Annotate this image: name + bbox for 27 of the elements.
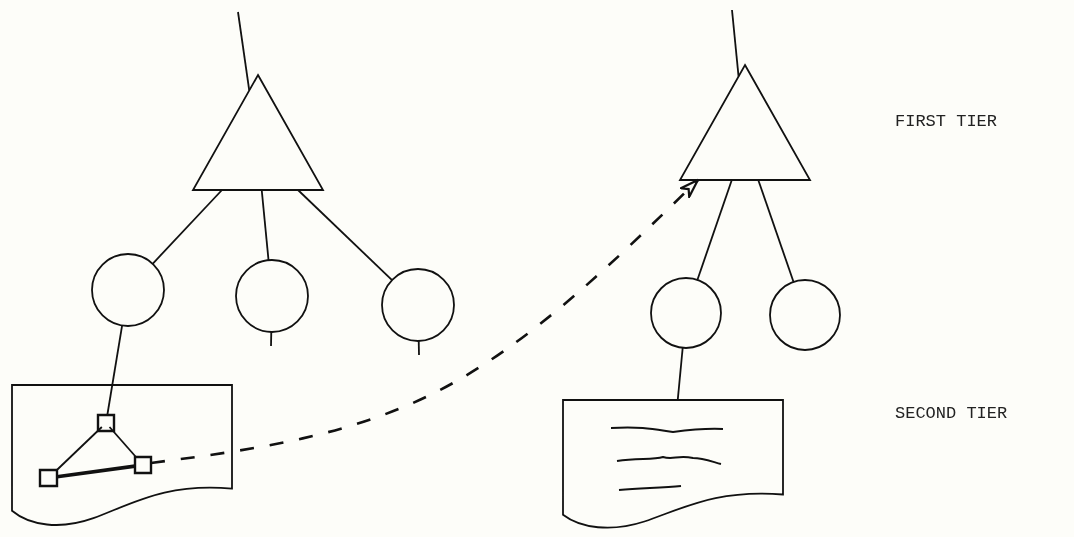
square-node — [98, 415, 114, 431]
connector-line — [56, 464, 136, 479]
connector-line — [731, 9, 740, 78]
connector-line — [297, 189, 393, 281]
triangle-node — [680, 65, 810, 180]
circle-node — [92, 254, 164, 326]
connector-line — [757, 179, 795, 283]
connector-line — [55, 426, 103, 471]
circle-node — [770, 280, 840, 350]
connector-line — [260, 189, 270, 262]
tier-label: FIRST TIER — [895, 112, 998, 131]
connector-line — [417, 340, 420, 356]
square-node — [135, 457, 151, 473]
tier-label: SECOND TIER — [895, 404, 1008, 423]
circle-node — [236, 260, 308, 332]
connector-line — [108, 426, 137, 458]
circle-node — [651, 278, 721, 348]
connector-line — [270, 331, 273, 347]
connector-line — [151, 189, 223, 265]
square-node — [40, 470, 57, 486]
connector-line — [237, 11, 251, 92]
connector-line — [696, 179, 733, 281]
triangle-node — [193, 75, 323, 190]
dashed-arrow — [150, 178, 699, 465]
connector-line — [106, 324, 124, 416]
connector-line — [676, 346, 684, 401]
circle-node — [382, 269, 454, 341]
